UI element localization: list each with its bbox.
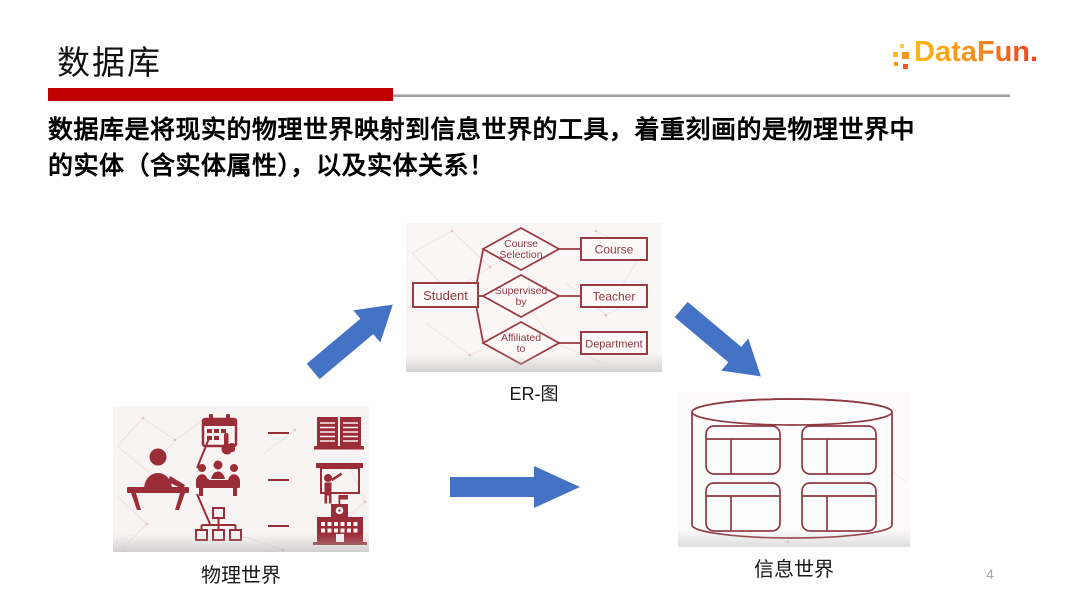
image-bottom-fade: [113, 534, 369, 552]
title-underline-rule: [393, 94, 1010, 97]
table-top-left: [705, 425, 781, 475]
book-icon: [314, 417, 364, 450]
svg-text:Selection: Selection: [499, 249, 542, 261]
er-entity-teacher: Teacher: [580, 284, 648, 308]
physical-world-caption: 物理世界: [201, 565, 281, 587]
er-relation-course-selection: Course Selection: [481, 226, 561, 272]
svg-text:to: to: [517, 343, 526, 355]
svg-text:Teacher: Teacher: [593, 290, 636, 304]
title-underline-accent: [48, 88, 393, 101]
table-grid-icon: [705, 425, 877, 532]
body-line-1: 数据库是将现实的物理世界映射到信息世界的工具，着重刻画的是物理世界中: [48, 116, 916, 144]
table-top-right: [801, 425, 877, 475]
er-diagram-image: Student Course Selection Supervised by A…: [406, 223, 662, 372]
logo-pixel-icon: [893, 40, 913, 76]
svg-text:Course: Course: [504, 238, 538, 250]
page-title: 数据库: [57, 44, 162, 81]
er-diagram-caption: ER-图: [509, 384, 559, 404]
arrow-right-icon: [450, 466, 580, 508]
er-entity-department: Department: [580, 331, 648, 355]
information-world-caption: 信息世界: [754, 559, 834, 581]
person-at-desk-icon: [127, 448, 189, 510]
image-bottom-fade: [678, 529, 910, 547]
image-bottom-fade: [406, 354, 662, 372]
body-line-2: 的实体（含实体属性），以及实体关系！: [48, 152, 495, 180]
presenter-icon: [316, 463, 363, 504]
er-relation-affiliated-to: Affiliated to: [481, 320, 561, 366]
arrow-down-right-icon: [674, 301, 761, 377]
svg-text:Department: Department: [585, 339, 642, 351]
meeting-icon: [196, 460, 240, 496]
body-text: 数据库是将现实的物理世界映射到信息世界的工具，着重刻画的是物理世界中 的实体（含…: [48, 112, 1028, 184]
physical-world-image: [113, 406, 369, 552]
er-relation-supervised-by: Supervised by: [481, 273, 561, 319]
network-dots: [141, 416, 367, 552]
arrow-up-right-icon: [306, 304, 393, 380]
calendar-click-icon: [201, 414, 238, 455]
er-entity-student: [412, 282, 479, 308]
svg-text:Affiliated: Affiliated: [501, 332, 541, 344]
datafun-logo: DataFun.: [893, 36, 1053, 80]
logo-text: DataFun.: [914, 36, 1039, 68]
svg-text:Course: Course: [595, 243, 634, 257]
page-number: 4: [986, 566, 994, 582]
er-entity-course: Course: [580, 237, 648, 261]
er-entity-student-label: Student: [423, 288, 468, 303]
database-cylinder-icon: [691, 398, 893, 539]
svg-text:by: by: [515, 296, 527, 308]
information-world-image: [678, 392, 910, 547]
svg-text:Supervised: Supervised: [495, 285, 548, 297]
